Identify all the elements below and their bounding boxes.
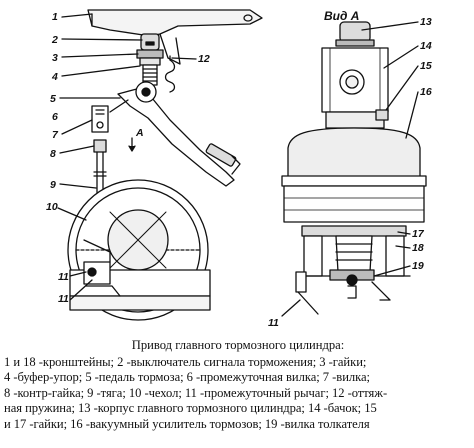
brake-drive-diagram: Вид А А 1 2 3 4 5 6 7 8 9 10 11 11 12 13… — [46, 9, 432, 329]
callout-8: 8 — [50, 148, 56, 160]
brake-light-switch-2 — [136, 33, 164, 86]
caption-line-1: 1 и 18 -кронштейны; 2 -выключатель сигна… — [4, 354, 367, 369]
callout-12: 12 — [198, 53, 210, 65]
callout-2: 2 — [51, 34, 58, 46]
caption-line-2: 4 -буфер-упор; 5 -педаль тормоза; 6 -про… — [4, 370, 370, 384]
callout-9: 9 — [50, 179, 56, 191]
callout-4: 4 — [51, 71, 58, 83]
bracket-1 — [87, 9, 263, 65]
callout-5: 5 — [50, 93, 56, 105]
brake-pedal-5 — [109, 81, 241, 187]
figure-caption: Привод главного тормозного цилиндра: 1 и… — [4, 338, 472, 432]
pushrod-fork-19 — [295, 271, 391, 315]
return-spring-12 — [164, 55, 176, 93]
booster-disc-left — [67, 179, 211, 321]
caption-line-5: и 17 -гайки; 16 -вакуумный усилитель тор… — [4, 416, 370, 431]
callout-6: 6 — [52, 111, 58, 123]
callout-17: 17 — [412, 228, 425, 240]
callout-10: 10 — [46, 201, 58, 213]
caption-line-3: 8 -контр-гайка; 9 -тяга; 10 -чехол; 11 -… — [4, 385, 388, 400]
callout-18: 18 — [412, 242, 424, 254]
callout-3: 3 — [52, 52, 58, 64]
caption-line-4: ная пружина; 13 -корпус главного тормозн… — [4, 401, 377, 415]
callout-1: 1 — [52, 11, 58, 23]
nut-15 — [375, 109, 389, 121]
callout-19: 19 — [412, 260, 424, 272]
callout-15: 15 — [420, 60, 432, 72]
master-cylinder-13 — [335, 21, 375, 47]
callout-14: 14 — [420, 40, 432, 52]
intermediate-lever-11 — [83, 239, 121, 297]
booster-bracket-18 — [299, 225, 411, 281]
callout-13: 13 — [420, 16, 432, 28]
caption-title: Привод главного тормозного цилиндра: — [131, 338, 345, 352]
view-a-label: Вид А — [324, 9, 359, 23]
callout-11-bottom: 11 — [58, 293, 69, 305]
callout-11-right: 11 — [268, 317, 279, 329]
callout-7: 7 — [52, 129, 59, 141]
vacuum-booster-16 — [281, 127, 427, 223]
callout-16: 16 — [420, 86, 432, 98]
callout-11-top: 11 — [58, 271, 69, 283]
view-a-arrow-label: А — [135, 127, 144, 139]
